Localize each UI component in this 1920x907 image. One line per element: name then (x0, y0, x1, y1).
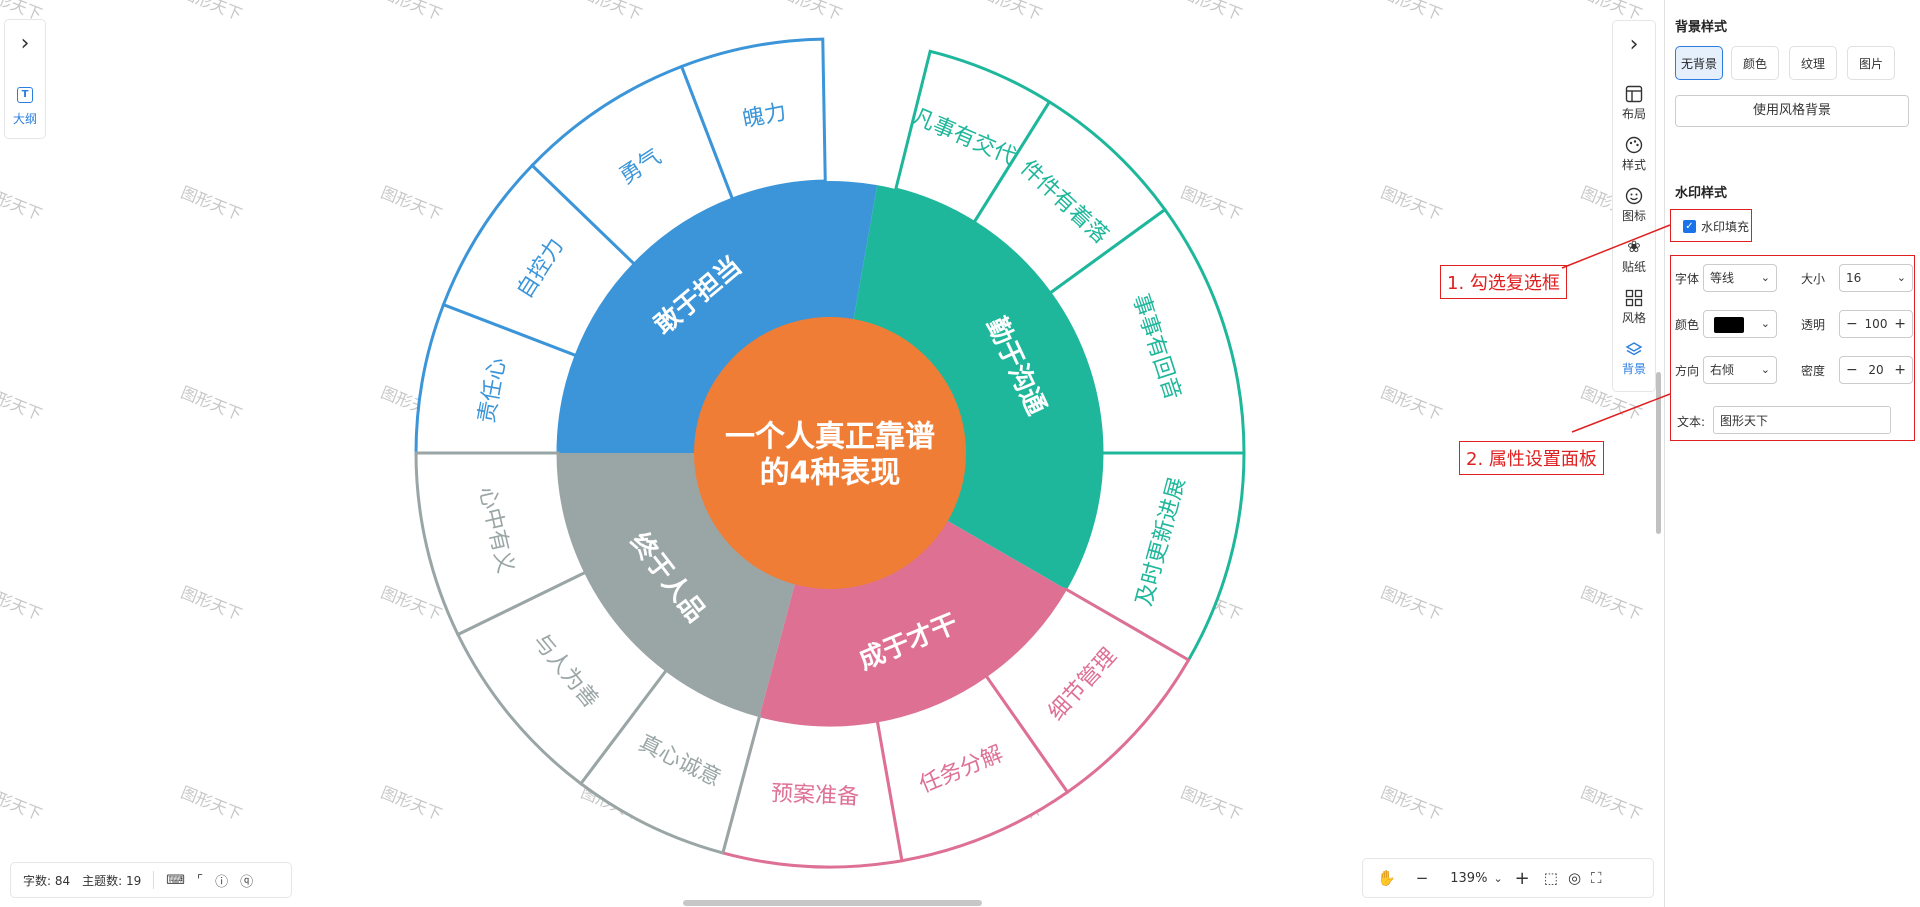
topic-count: 主题数: 19 (82, 873, 142, 888)
chevron-down-icon[interactable]: ⌄ (1493, 871, 1503, 885)
annotation-box-checkbox (1670, 209, 1752, 242)
zoom-bar: ✋ − 139% ⌄ + ⬚ ◎ ⛶ (1362, 858, 1654, 898)
minus-icon[interactable]: − (1846, 362, 1858, 378)
mindmap-canvas[interactable]: 敢于担当责任心自控力勇气魄力勤于沟通凡事有交代件件有着落事事有回音及时更新进展成… (0, 0, 1660, 907)
ruler-icon[interactable]: ⌜ (197, 872, 204, 888)
watermark-style-title: 水印样式 (1675, 186, 1728, 201)
zoom-in-icon[interactable]: + (1514, 867, 1530, 889)
minus-icon[interactable]: − (1846, 316, 1858, 332)
density-label: 密度 (1801, 364, 1826, 378)
left-outline-panel: › T 大纲 (4, 19, 46, 139)
zoom-out-icon[interactable]: − (1415, 869, 1429, 887)
toolbar-item-icon[interactable]: 图标 (1613, 187, 1655, 224)
outline-icon[interactable]: T (17, 87, 33, 103)
watermark-fill-label[interactable]: 水印填充 (1701, 219, 1750, 234)
density-value[interactable]: 20 (1868, 363, 1884, 377)
watermark-fill-row[interactable]: ✓ 水印填充 (1675, 212, 1755, 240)
property-panel: 背景样式 无背景 颜色 纹理 图片 使用风格背景 水印样式 ✓ 水印填充 字体 … (1664, 0, 1920, 907)
horizontal-scrollbar[interactable] (683, 900, 982, 906)
chevron-down-icon: ⌄ (1760, 363, 1770, 376)
plus-icon[interactable]: + (1894, 362, 1906, 378)
toolbar-item-layout[interactable]: 布局 (1613, 85, 1655, 122)
color-select[interactable]: ⌄ (1703, 310, 1777, 338)
center-topic[interactable] (694, 317, 966, 589)
palette-icon (1625, 136, 1643, 154)
right-toolbar: › 布局 样式 图标 ❀ 贴纸 风格 背景 (1612, 20, 1656, 392)
keyboard-icon[interactable]: ⌨ (166, 872, 186, 888)
zoom-value[interactable]: 139% (1450, 870, 1488, 886)
density-stepper[interactable]: − 20 + (1839, 356, 1913, 384)
size-label: 大小 (1801, 272, 1826, 286)
smile-icon (1625, 187, 1643, 205)
color-label: 颜色 (1675, 318, 1700, 332)
watermark-fill-checkbox[interactable]: ✓ (1683, 219, 1696, 233)
vertical-scrollbar[interactable] (1656, 372, 1661, 534)
opacity-stepper[interactable]: − 100 + (1839, 310, 1913, 338)
leaf-sector[interactable] (679, 37, 827, 202)
font-select[interactable]: 等线⌄ (1703, 264, 1777, 292)
bg-option-image[interactable]: 图片 (1847, 46, 1895, 80)
toolbar-item-sticker[interactable]: ❀ 贴纸 (1621, 237, 1646, 275)
fullscreen-icon[interactable]: ⛶ (1591, 869, 1602, 887)
center-topic-line2: 的4种表现 (760, 456, 901, 491)
locate-icon[interactable]: ◎ (1567, 869, 1582, 887)
bg-option-texture[interactable]: 纹理 (1789, 46, 1837, 80)
annotation-label-2: 2. 属性设置面板 (1459, 441, 1604, 475)
word-count: 字数: 84 (23, 873, 71, 888)
color-swatch (1714, 317, 1744, 333)
toolbar-item-theme[interactable]: 风格 (1613, 289, 1655, 326)
layout-icon (1625, 85, 1643, 103)
layers-icon (1625, 340, 1643, 358)
plus-icon[interactable]: + (1894, 316, 1906, 332)
size-select[interactable]: 16⌄ (1839, 264, 1913, 292)
help-icon[interactable]: ⓠ (240, 874, 254, 890)
bg-style-title: 背景样式 (1675, 20, 1728, 35)
bg-option-color[interactable]: 颜色 (1731, 46, 1779, 80)
status-bar: 字数: 84 主题数: 19 ⌨ ⌜ ⓘ ⓠ (10, 862, 292, 898)
bg-option-none[interactable]: 无背景 (1675, 46, 1723, 80)
status-divider (153, 871, 155, 889)
center-topic-line1: 一个人真正靠谱 (725, 420, 935, 455)
direction-label: 方向 (1675, 364, 1700, 378)
opacity-label: 透明 (1801, 318, 1826, 332)
opacity-value[interactable]: 100 (1864, 317, 1888, 331)
branch-sector[interactable] (558, 181, 878, 454)
fit-screen-icon[interactable]: ⬚ (1543, 869, 1558, 887)
direction-select[interactable]: 右倾⌄ (1703, 356, 1777, 384)
expand-left-icon[interactable]: › (20, 30, 30, 56)
annotation-label-1: 1. 勾选复选框 (1440, 265, 1567, 299)
sticker-icon: ❀ (1627, 237, 1641, 256)
grid-icon (1625, 289, 1643, 307)
toolbar-item-style[interactable]: 样式 (1613, 136, 1655, 173)
annotation-box-panel (1670, 255, 1915, 441)
expand-right-icon[interactable]: › (1629, 31, 1639, 57)
leaf-label[interactable]: 预案准备 (771, 781, 860, 810)
leaf-sector[interactable] (414, 451, 588, 637)
hand-icon[interactable]: ✋ (1377, 869, 1396, 887)
use-style-bg-button[interactable]: 使用风格背景 (1675, 95, 1909, 127)
toolbar-item-background[interactable]: 背景 (1613, 340, 1655, 377)
watermark-text-input[interactable] (1713, 406, 1891, 434)
chevron-down-icon: ⌄ (1896, 271, 1906, 284)
chevron-down-icon: ⌄ (1760, 317, 1770, 330)
branch-sector[interactable] (558, 453, 796, 716)
branch-sector[interactable] (853, 185, 1103, 589)
chevron-down-icon: ⌄ (1760, 271, 1770, 284)
branch-sector[interactable] (759, 520, 1066, 726)
text-label: 文本: (1677, 415, 1706, 429)
outline-label[interactable]: 大纲 (12, 112, 37, 126)
font-label: 字体 (1675, 272, 1700, 286)
info-icon[interactable]: ⓘ (215, 874, 229, 890)
